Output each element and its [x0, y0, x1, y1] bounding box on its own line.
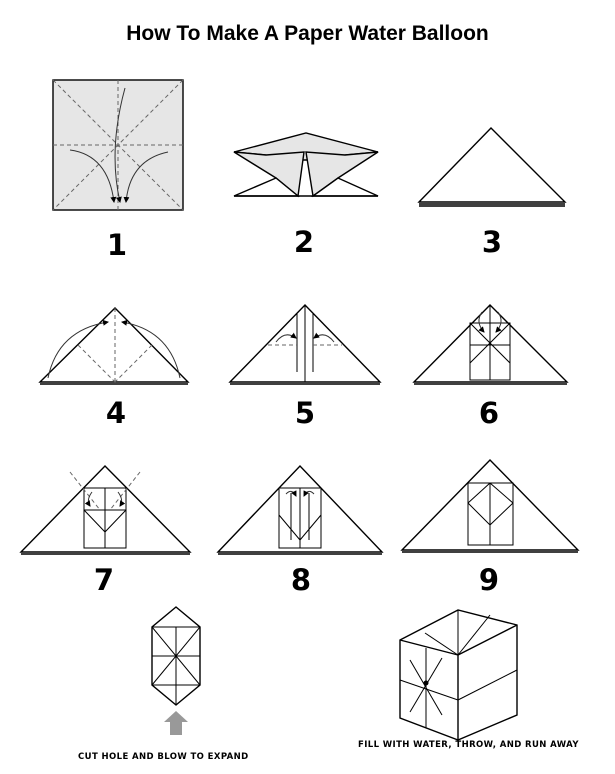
step-number-3: 3 — [481, 225, 503, 259]
step-number-5: 5 — [294, 396, 316, 430]
tuck-flaps-diagram-icon — [216, 464, 384, 555]
hexagon-blow-diagram-icon — [151, 606, 201, 735]
page-title: How To Make A Paper Water Balloon — [126, 22, 489, 45]
square-paper-fold-diagram-icon — [52, 79, 184, 211]
fold-side-points-diagram-icon — [19, 465, 192, 555]
step-number-7: 7 — [93, 563, 115, 597]
caption-fill: FILL WITH WATER, THROW, AND RUN AWAY — [358, 740, 579, 750]
triangle-base-diagram-icon — [417, 127, 567, 207]
fold-flaps-center-diagram-icon — [228, 303, 382, 385]
fold-tips-down-diagram-icon — [412, 304, 569, 385]
step-number-8: 8 — [290, 563, 312, 597]
finished-folds-diagram-icon — [400, 458, 580, 553]
caption-blow: CUT HOLE AND BLOW TO EXPAND — [78, 752, 249, 762]
collapse-fold-diagram-icon — [233, 132, 379, 198]
cube-balloon-diagram-icon — [399, 609, 518, 741]
fold-corners-up-diagram-icon — [38, 307, 190, 385]
step-number-6: 6 — [478, 396, 500, 430]
step-number-9: 9 — [478, 563, 500, 597]
step-number-2: 2 — [293, 225, 315, 259]
step-number-1: 1 — [106, 228, 128, 262]
step-number-4: 4 — [105, 396, 127, 430]
